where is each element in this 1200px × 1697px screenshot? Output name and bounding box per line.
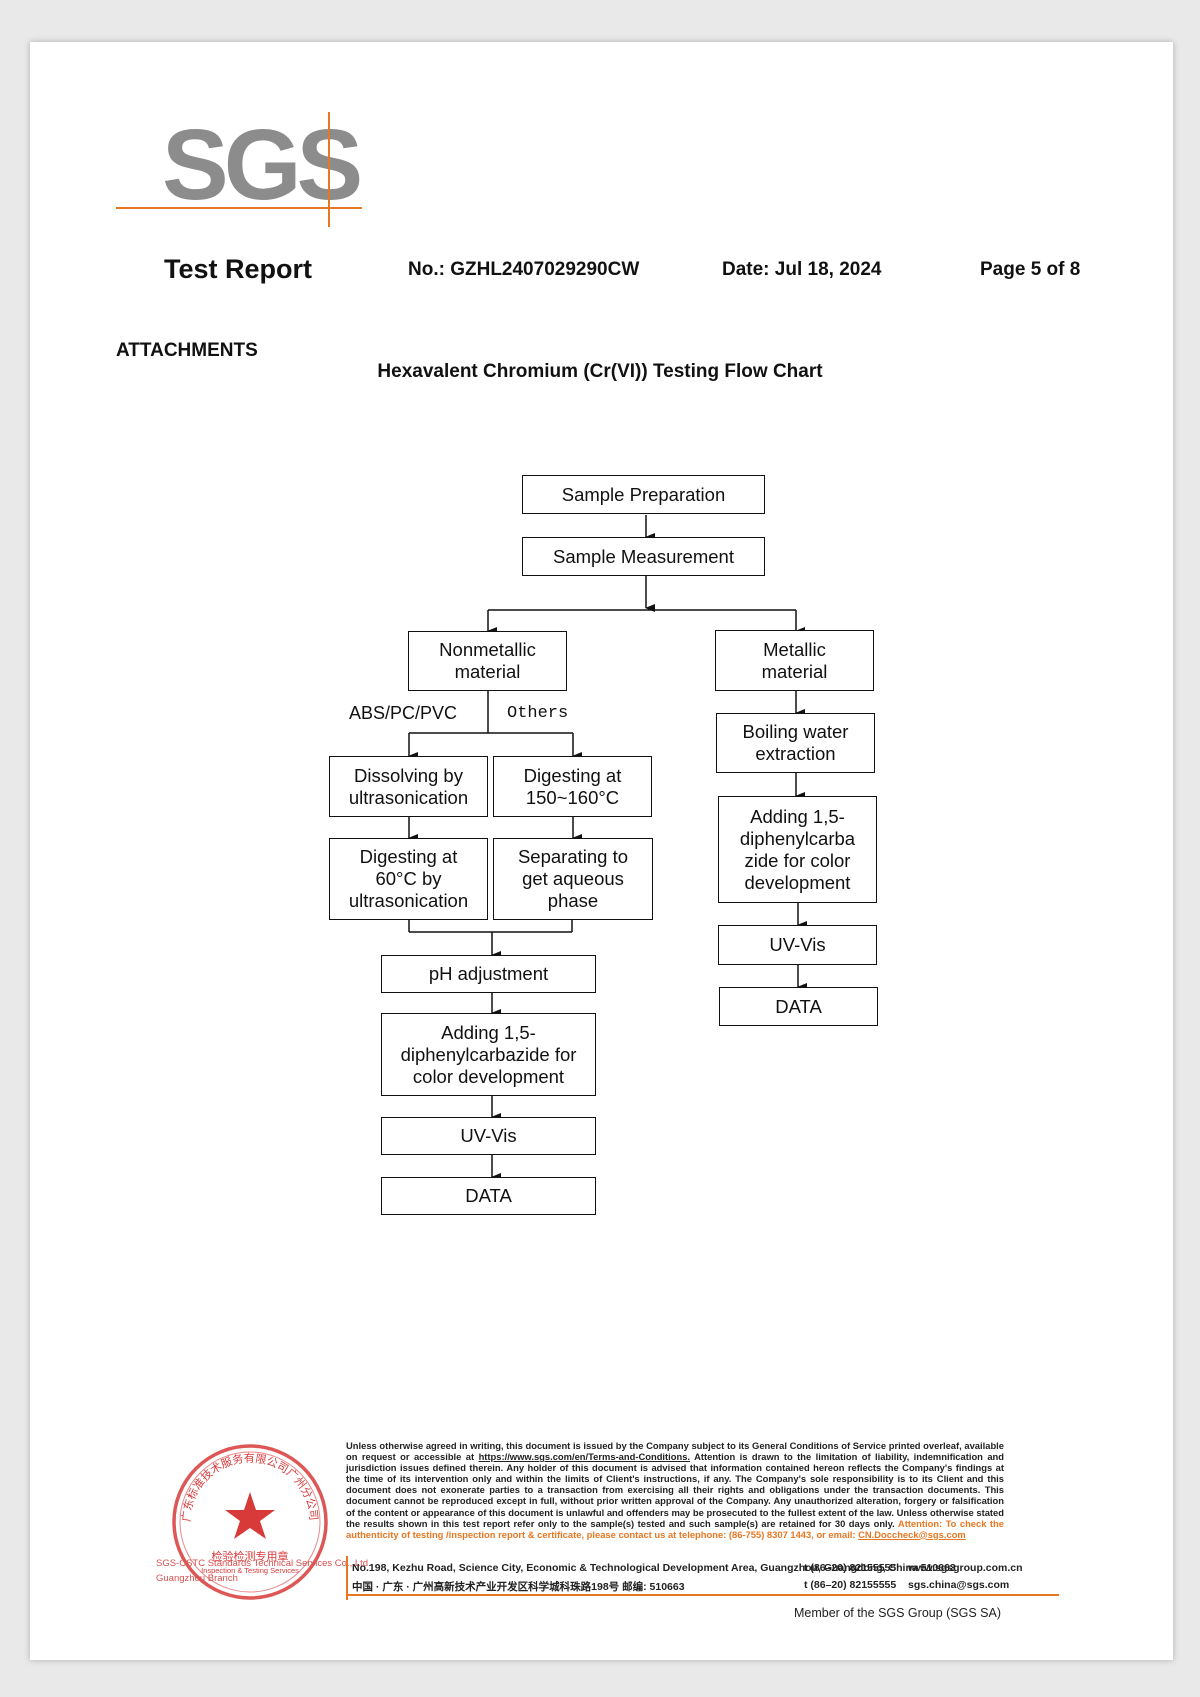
report-number: No.: GZHL2407029290CW (408, 259, 640, 280)
address-chinese: 中国 · 广东 · 广州高新技术产业开发区科学城科珠路198号 邮编: 5106… (352, 1581, 685, 1593)
doccheck-email-link[interactable]: CN.Doccheck@sgs.com (858, 1528, 966, 1540)
box-uv-vis-left: UV-Vis (381, 1117, 596, 1155)
box-ph-adjustment: pH adjustment (381, 955, 596, 993)
terms-link[interactable]: https://www.sgs.com/en/Terms-and-Conditi… (478, 1451, 691, 1463)
report-date: Date: Jul 18, 2024 (722, 259, 882, 280)
footer-horizontal-rule (346, 1594, 1059, 1596)
member-of-sgs-group: Member of the SGS Group (SGS SA) (794, 1606, 1002, 1620)
section-heading: ATTACHMENTS (116, 340, 258, 361)
label-others: Others (507, 704, 569, 723)
logo-vertical-rule (328, 112, 330, 227)
email: sgs.china@sgs.com (908, 1579, 1010, 1591)
logo-horizontal-rule (116, 207, 362, 209)
footer-vertical-rule (346, 1556, 348, 1600)
report-title: Test Report (164, 254, 313, 284)
stamp-caption-1: SGS-CSTC Standards Technical Services Co… (156, 1558, 371, 1569)
legal-disclaimer: Unless otherwise agreed in writing, this… (346, 1440, 1004, 1540)
box-sample-preparation: Sample Preparation (522, 475, 765, 514)
box-data-left: DATA (381, 1177, 596, 1215)
telephone-1: t (86–20) 82155555 (804, 1562, 897, 1574)
flow-chart-title: Hexavalent Chromium (Cr(VI)) Testing Flo… (377, 361, 823, 382)
stamp-center-en: Inspection & Testing Services (201, 1566, 299, 1575)
telephone-2: t (86–20) 82155555 (804, 1579, 897, 1591)
box-uv-vis-right: UV-Vis (718, 925, 877, 965)
stamp-caption-2: Guangzhou Branch (156, 1573, 238, 1584)
page-number: Page 5 of 8 (980, 259, 1081, 280)
address-english: No.198, Kezhu Road, Science City, Econom… (352, 1562, 956, 1574)
website: www.sgsgroup.com.cn (908, 1562, 1023, 1574)
company-seal: 检验检测专用章 Inspection & Testing Services 广东… (172, 1444, 328, 1600)
stamp-center-cn: 检验检测专用章 (212, 1549, 289, 1563)
label-abs-pc-pvc: ABS/PC/PVC (349, 703, 458, 723)
box-sample-measurement: Sample Measurement (522, 537, 765, 576)
box-data-right: DATA (719, 987, 878, 1026)
